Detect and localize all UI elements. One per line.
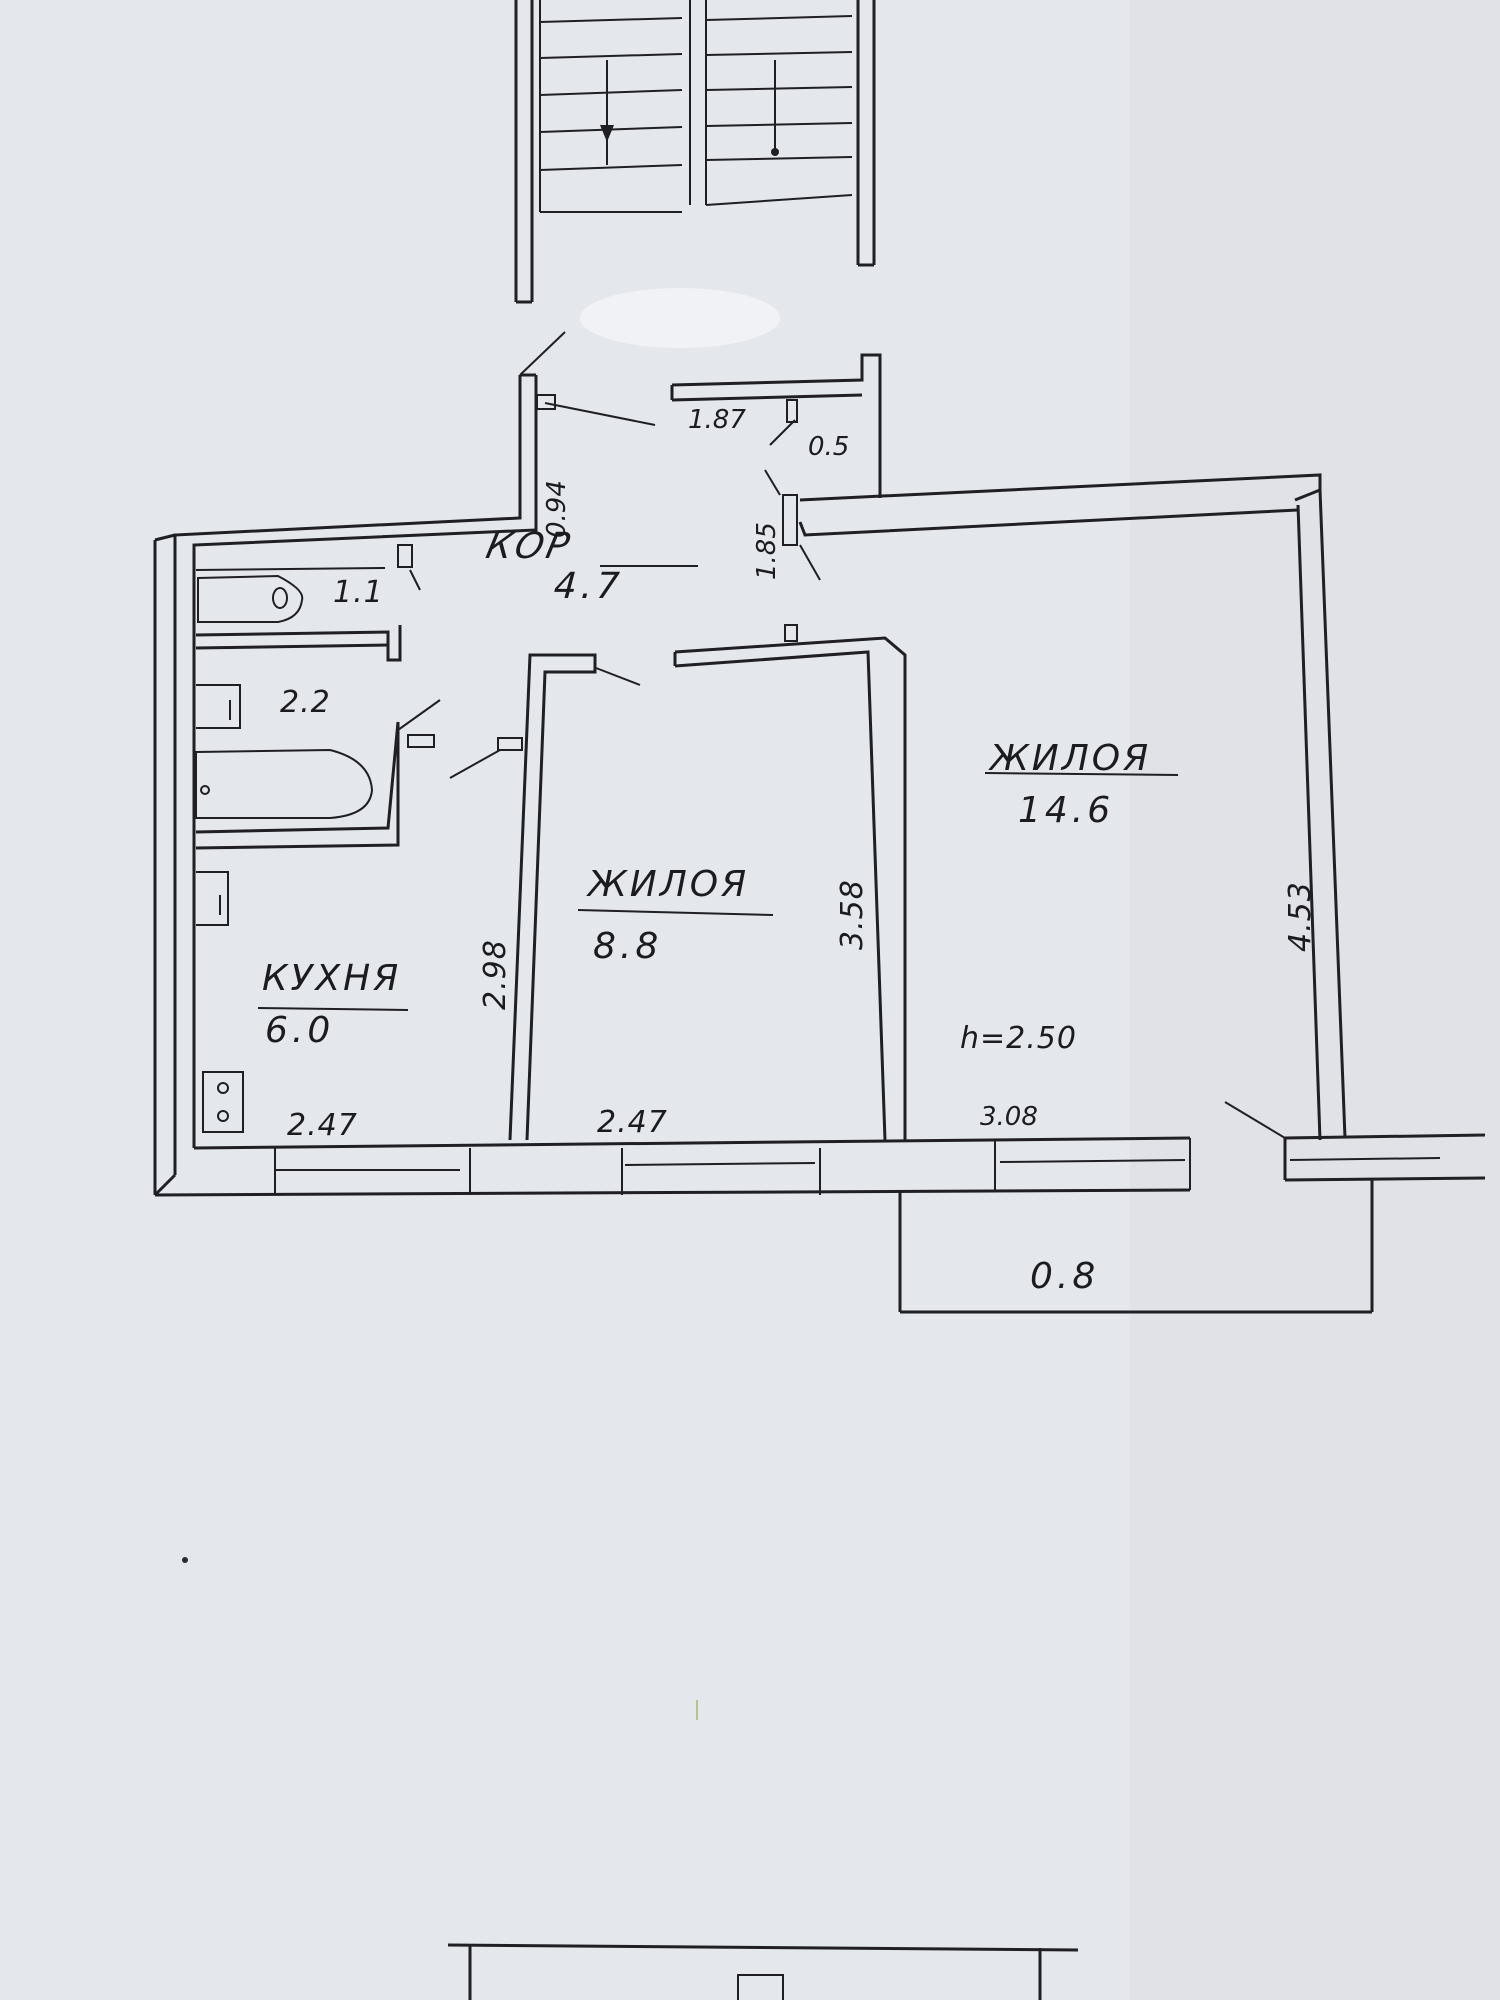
toilet-icon xyxy=(197,574,304,623)
living-large-area: 14.6 xyxy=(1018,790,1114,831)
stair-arrowhead-icon xyxy=(600,125,614,142)
living-large-name: ЖИЛОЯ xyxy=(988,738,1151,779)
kitchen-area: 6.0 xyxy=(265,1010,334,1051)
dim-small-room-length: 3.58 xyxy=(835,879,870,950)
staircase xyxy=(514,0,876,304)
dim-corridor-depth: 0.94 xyxy=(542,480,572,538)
stove-icon xyxy=(202,1071,244,1133)
dim-kitchen-length: 2.98 xyxy=(478,939,513,1010)
corridor-area: 4.7 xyxy=(553,566,625,607)
corridor-name: КОР xyxy=(483,524,577,567)
living-small-area: 8.8 xyxy=(593,926,662,967)
dim-large-room-length: 4.53 xyxy=(1283,881,1318,952)
door-swings xyxy=(397,331,1286,1139)
dimension-labels: 1.87 0.5 0.94 1.85 3.58 2.98 4.53 2.47 2… xyxy=(287,405,1318,1297)
bathroom-area: 2.2 xyxy=(280,685,331,720)
room-labels: КОР 4.7 ЖИЛОЯ 8.8 ЖИЛОЯ 14.6 КУХНЯ 6.0 1… xyxy=(257,524,1179,1051)
kitchen-sink-icon xyxy=(196,871,229,926)
dim-closet-depth: 1.85 xyxy=(752,522,782,580)
fixture-icon xyxy=(737,1974,784,2000)
dim-large-room-width: 3.08 xyxy=(980,1102,1038,1132)
toilet-area: 1.1 xyxy=(333,575,384,610)
paper-smudge xyxy=(580,288,780,348)
stair-dot-icon xyxy=(771,148,779,156)
living-small-name: ЖИЛОЯ xyxy=(586,864,749,905)
balcony xyxy=(898,1180,1374,1314)
exterior-walls xyxy=(153,353,1486,1197)
bathroom-sink-icon xyxy=(196,684,241,729)
ceiling-height: h=2.50 xyxy=(960,1021,1077,1056)
next-plan-fragment xyxy=(447,1943,1079,2000)
dim-small-room-width: 2.47 xyxy=(597,1105,668,1140)
dim-closet-width: 0.5 xyxy=(808,432,849,462)
plumbing-fixtures xyxy=(195,574,374,1133)
dim-balcony-depth: 0.8 xyxy=(1030,1256,1099,1297)
stair-steps-right xyxy=(705,15,853,161)
paper-speck xyxy=(182,1557,188,1563)
kitchen-name: КУХНЯ xyxy=(262,958,401,999)
interior-walls xyxy=(195,567,907,1141)
dim-corridor-width: 1.87 xyxy=(688,405,746,435)
dim-kitchen-width: 2.47 xyxy=(287,1108,358,1143)
bathtub-icon xyxy=(195,748,374,819)
